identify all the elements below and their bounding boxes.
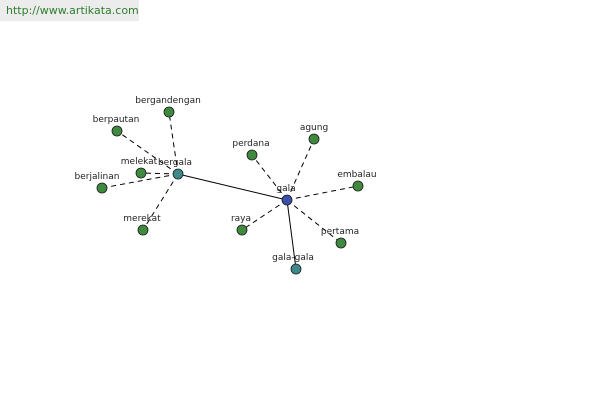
node-perdana[interactable]: perdana bbox=[232, 139, 270, 161]
edge-gala-agung bbox=[286, 138, 315, 201]
edge-gala-raya bbox=[241, 199, 288, 231]
node-merekat[interactable]: merekat bbox=[123, 214, 161, 236]
edge-bergala-berjalinan bbox=[101, 173, 179, 189]
node-marker-berpautan[interactable] bbox=[111, 125, 123, 137]
edge-gala-bergala bbox=[177, 173, 288, 201]
edge-gala-embalau bbox=[286, 185, 359, 201]
node-label-melekat[interactable]: melekat bbox=[121, 157, 158, 167]
node-agung[interactable]: agung bbox=[300, 123, 328, 145]
node-embalau[interactable]: embalau bbox=[337, 170, 377, 192]
nodes-layer: gala bergala gala-gala bergandengan berpauta… bbox=[75, 96, 377, 275]
node-bergala[interactable]: bergala bbox=[158, 158, 192, 180]
node-marker-bergala[interactable] bbox=[172, 168, 184, 180]
node-pertama[interactable]: pertama bbox=[321, 227, 359, 249]
node-label-gala[interactable]: gala bbox=[276, 184, 295, 194]
edge-bergala-bergandengan bbox=[168, 111, 179, 175]
node-label-merekat[interactable]: merekat bbox=[123, 214, 161, 224]
node-gala[interactable]: gala bbox=[276, 184, 296, 206]
node-marker-berjalinan[interactable] bbox=[96, 182, 108, 194]
node-label-perdana[interactable]: perdana bbox=[232, 139, 269, 149]
edge-bergala-merekat bbox=[142, 173, 179, 231]
node-marker-gala-gala[interactable] bbox=[290, 263, 302, 275]
edge-gala-perdana bbox=[251, 154, 288, 201]
edge-gala-gala-gala bbox=[286, 199, 297, 270]
node-label-raya[interactable]: raya bbox=[231, 214, 251, 224]
edge-bergala-melekat bbox=[140, 172, 179, 175]
node-marker-raya[interactable] bbox=[236, 224, 248, 236]
node-raya[interactable]: raya bbox=[231, 214, 251, 236]
node-melekat[interactable]: melekat bbox=[121, 157, 158, 179]
node-marker-embalau[interactable] bbox=[352, 180, 364, 192]
node-label-gala-gala[interactable]: gala-gala bbox=[272, 253, 314, 263]
node-label-pertama[interactable]: pertama bbox=[321, 227, 359, 237]
node-marker-agung[interactable] bbox=[308, 133, 320, 145]
node-label-berpautan[interactable]: berpautan bbox=[93, 115, 140, 125]
edges-layer bbox=[101, 111, 359, 270]
node-label-bergandengan[interactable]: bergandengan bbox=[135, 96, 201, 106]
node-gala-gala[interactable]: gala-gala bbox=[272, 253, 314, 275]
edge-bergala-berpautan bbox=[116, 130, 179, 175]
node-berpautan[interactable]: berpautan bbox=[93, 115, 140, 137]
node-marker-pertama[interactable] bbox=[335, 237, 347, 249]
node-berjalinan[interactable]: berjalinan bbox=[75, 172, 120, 194]
node-marker-merekat[interactable] bbox=[137, 224, 149, 236]
node-label-bergala[interactable]: bergala bbox=[158, 158, 192, 168]
node-marker-gala[interactable] bbox=[281, 194, 293, 206]
node-bergandengan[interactable]: bergandengan bbox=[135, 96, 201, 118]
node-marker-perdana[interactable] bbox=[246, 149, 258, 161]
node-label-berjalinan[interactable]: berjalinan bbox=[75, 172, 120, 182]
node-label-agung[interactable]: agung bbox=[300, 123, 328, 133]
node-marker-melekat[interactable] bbox=[135, 167, 147, 179]
site-url-label[interactable]: http://www.artikata.com bbox=[0, 0, 139, 21]
node-marker-bergandengan[interactable] bbox=[163, 106, 175, 118]
node-label-embalau[interactable]: embalau bbox=[337, 170, 376, 180]
edge-gala-pertama bbox=[286, 199, 342, 244]
